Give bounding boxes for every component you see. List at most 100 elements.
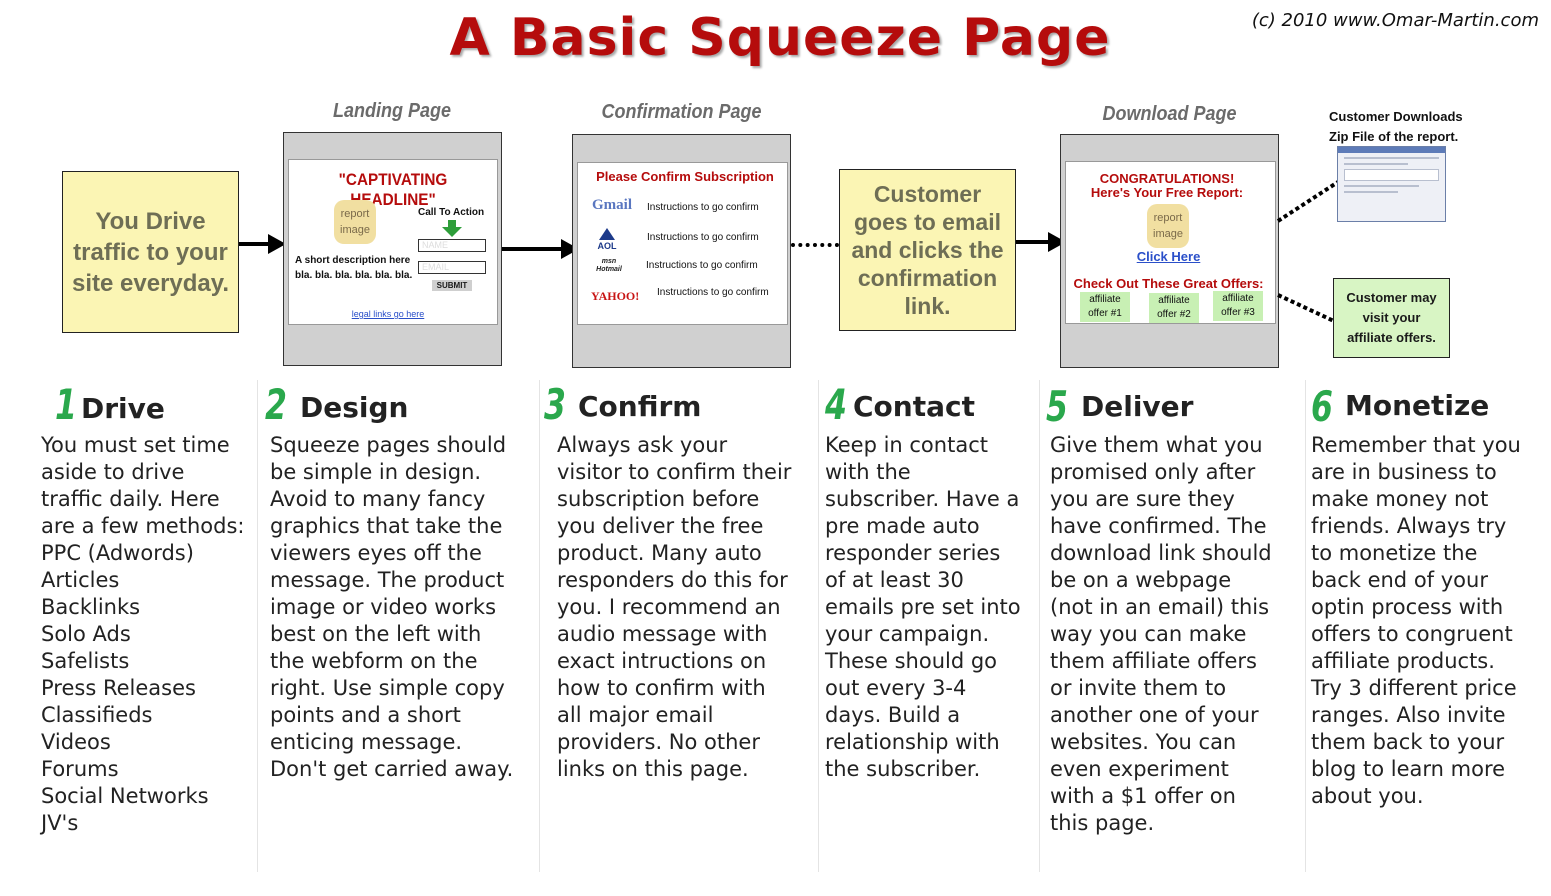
landing-page-label: Landing Page (332, 100, 452, 122)
step-line: be on a webpage (1050, 568, 1232, 592)
flow-arrow-head (268, 234, 286, 254)
step-line: Articles (41, 568, 120, 592)
step-line: them back to your (1311, 730, 1505, 754)
offer-text: offer #1 (1088, 308, 1122, 319)
name-field[interactable]: NAME (418, 239, 486, 252)
step-number: 3 (544, 380, 566, 429)
step-line: responder series (825, 541, 1001, 565)
offer-text: affiliate (1222, 293, 1254, 304)
email-box-line: Customer (873, 181, 982, 207)
column-divider (539, 380, 540, 872)
confirm-heading: Please Confirm Subscription (596, 169, 774, 184)
provider-instructions: Instructions to go confirm (647, 232, 759, 243)
step-line: you. I recommend an (557, 595, 781, 619)
step-line: of at least 30 (825, 568, 964, 592)
email-box-line: confirmation (857, 265, 998, 291)
email-box-line: and clicks the (851, 237, 1004, 263)
step-line: Keep in contact (825, 433, 988, 457)
affiliate-offers-box: Customer may visit your affiliate offers… (1333, 278, 1450, 358)
step-line: out every 3-4 (825, 676, 967, 700)
free-report-line: Here's Your Free Report: (1090, 185, 1244, 200)
step-title: Deliver (1081, 390, 1194, 423)
offer-text: offer #3 (1221, 307, 1255, 318)
affiliate-box-line: visit your (1362, 310, 1421, 325)
step-line: (not in an email) this (1050, 595, 1270, 619)
step-line: points and a short (270, 703, 461, 727)
step-line: blog to learn more (1311, 757, 1506, 781)
offer-text: affiliate (1158, 295, 1190, 306)
step-title: Monetize (1345, 389, 1490, 422)
flow-arrow-line (239, 242, 269, 246)
step-line: Press Releases (41, 676, 196, 700)
step-title: Confirm (578, 390, 702, 423)
step-line: enticing message. (270, 730, 463, 754)
step-line: PPC (Adwords) (41, 541, 194, 565)
step-line: You must set time (41, 433, 230, 457)
description-line: bla. bla. bla. bla. bla. bla. (295, 270, 413, 281)
step-line: message. The product (270, 568, 505, 592)
copyright: (c) 2010 www.Omar-Martin.com (1251, 10, 1539, 31)
step-line: offers to congruent (1311, 622, 1513, 646)
step-number: 6 (1311, 382, 1333, 431)
step-line: Backlinks (41, 595, 141, 619)
call-to-action-label: Call To Action (418, 207, 485, 218)
step-line: be simple in design. (270, 460, 482, 484)
download-page-label: Download Page (1102, 103, 1237, 125)
step-line: Don't get carried away. (270, 757, 514, 781)
step-line: affiliate products. (1311, 649, 1495, 673)
step-line: you are sure they (1050, 487, 1235, 511)
dotted-connector (791, 243, 839, 247)
legal-links[interactable]: legal links go here (351, 309, 425, 319)
step-number: 1 (55, 380, 77, 429)
step-line: Avoid to many fancy (270, 487, 486, 511)
column-divider (818, 380, 819, 872)
report-image-text: report (1153, 212, 1183, 224)
step-line: are a few methods: (41, 514, 245, 538)
step-title: Contact (853, 390, 975, 423)
confirmation-page-inner (577, 162, 788, 325)
step-line: are in business to (1311, 460, 1497, 484)
step-line: Remember that you (1311, 433, 1521, 457)
step-line: them affiliate offers (1050, 649, 1257, 673)
submit-button[interactable]: SUBMIT (432, 280, 472, 291)
download-connector (1276, 180, 1340, 223)
landing-headline: "CAPTIVATING HEADLINE" (338, 170, 448, 209)
step-line: subscriber. Have a (825, 487, 1020, 511)
step-line: relationship with (825, 730, 1000, 754)
step-title: Drive (81, 392, 165, 425)
step-line: graphics that take the (270, 514, 503, 538)
email-box-line: goes to email (854, 209, 1001, 235)
step-line: pre made auto (825, 514, 980, 538)
step-line: Classifieds (41, 703, 153, 727)
step-line: Try 3 different price (1311, 676, 1517, 700)
step-line: Safelists (41, 649, 130, 673)
landing-description: A short description here bla. bla. bla. … (295, 253, 412, 283)
step-line: right. Use simple copy (270, 676, 505, 700)
step-line: even experiment (1050, 757, 1229, 781)
click-here-link[interactable]: Click Here (1136, 249, 1201, 264)
step-line: ranges. Also invite (1311, 703, 1506, 727)
step-line: to monetize the (1311, 541, 1478, 565)
page-title: A Basic Squeeze Page (449, 8, 1111, 68)
affiliate-offer-3[interactable]: affiliate offer #3 (1213, 291, 1263, 321)
report-image-text: image (1153, 228, 1183, 240)
report-image-text: image (340, 224, 370, 236)
email-field[interactable]: EMAIL (418, 261, 486, 274)
step-line: Forums (41, 757, 119, 781)
traffic-line: You Drive (95, 207, 206, 235)
step-line: visitor to confirm their (557, 460, 792, 484)
step-line: providers. No other (557, 730, 760, 754)
offers-heading: Check Out These Great Offers: (1073, 276, 1264, 291)
step-line: These should go (825, 649, 998, 673)
step-line: all major email (557, 703, 714, 727)
